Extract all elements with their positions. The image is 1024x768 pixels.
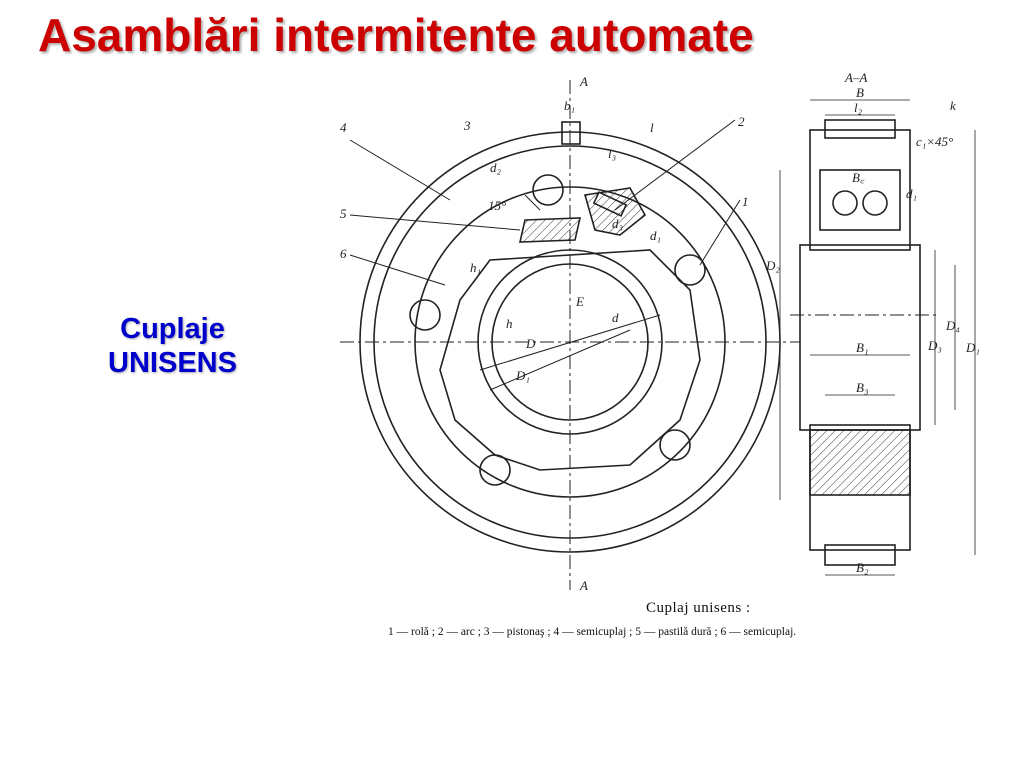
slide-subtitle: Cuplaje UNISENS [70,312,275,380]
label-a-top: A [579,74,588,89]
label-b2: B₂ [856,560,869,575]
label-a-bottom: A [579,578,588,593]
section-view [779,99,976,576]
label-d3: d₃ [612,216,623,231]
label-k: k [950,98,956,113]
label-d2-capital: D₂ [765,258,780,273]
label-d3-capital: D₃ [927,338,942,353]
label-h1: h₁ [470,260,481,275]
label-d2: d₂ [490,160,502,175]
label-c1: c₁×45° [916,134,953,149]
label-2: 2 [738,114,745,129]
technical-drawing: A A b₁ l l₃ d₂ d₃ d₁ 15° h₁ h E d D D₁ 4… [330,70,1000,655]
label-bc: B꜀ [852,170,865,185]
label-e: E [575,294,584,309]
label-5: 5 [340,206,347,221]
label-b3: B₃ [856,380,868,395]
label-d: d [612,310,619,325]
label-b1-section: B₁ [856,340,868,355]
label-angle: 15° [488,198,506,213]
coupling-drawing: A A b₁ l l₃ d₂ d₃ d₁ 15° h₁ h E d D D₁ 4… [340,70,980,593]
label-h: h [506,316,513,331]
slide-title: Asamblări intermitente automate [38,9,754,61]
label-3: 3 [463,118,471,133]
label-d1: D₁ [515,368,530,383]
figure-caption-title: Cuplaj unisens : [646,600,751,616]
label-b: B [856,85,864,100]
front-view [340,80,800,590]
label-l2: l₂ [854,100,863,115]
label-d1-right: d₁ [906,186,917,201]
drawing-labels: A A b₁ l l₃ d₂ d₃ d₁ 15° h₁ h E d D D₁ 4… [340,70,980,593]
label-b1: b₁ [564,98,575,113]
label-d-capital: D [525,336,536,351]
label-d1-capital-right: D₁ [965,340,980,355]
label-d1-left: d₁ [650,228,661,243]
subtitle-line-1: Cuplaje [120,313,225,345]
label-6: 6 [340,246,347,261]
label-l3: l₃ [608,146,616,161]
label-section: A–A [844,70,867,85]
subtitle-line-2: UNISENS [108,347,237,380]
label-1: 1 [742,194,749,209]
label-d4-capital: D₄ [945,318,960,333]
label-l: l [650,120,654,135]
figure-caption-legend: 1 — rolă ; 2 — arc ; 3 — pistonaş ; 4 — … [388,626,797,638]
label-4: 4 [340,120,347,135]
